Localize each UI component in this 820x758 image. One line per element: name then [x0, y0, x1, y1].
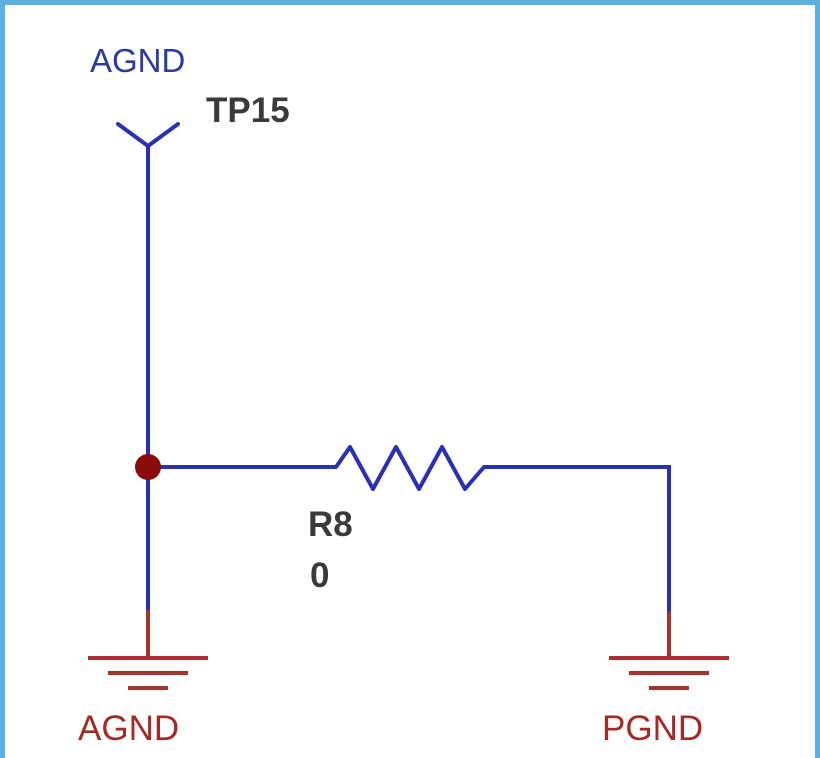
ground-symbol-pgnd	[609, 612, 729, 690]
ground-symbol-agnd	[88, 610, 208, 690]
resistor-symbol	[316, 445, 504, 491]
test-point-ref: TP15	[206, 91, 290, 130]
net-label-top: AGND	[90, 42, 186, 79]
ground-label-right: PGND	[602, 709, 704, 748]
test-point-symbol	[116, 122, 180, 148]
junction-dot	[135, 454, 161, 480]
resistor-ref: R8	[308, 505, 353, 544]
resistor-value: 0	[310, 556, 330, 595]
ground-label-left: AGND	[78, 709, 180, 748]
